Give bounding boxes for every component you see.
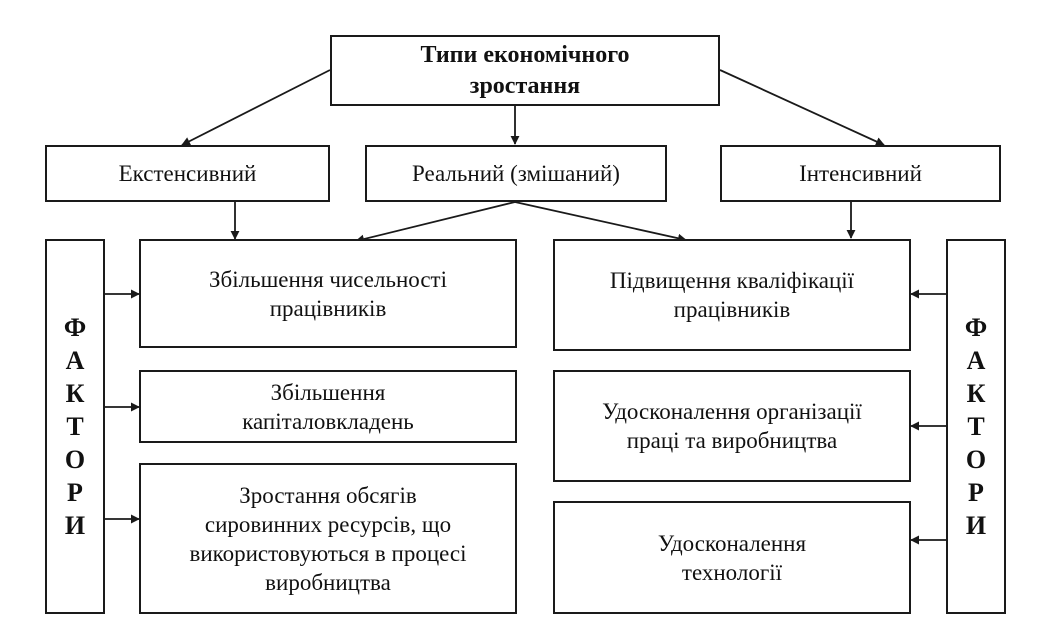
type-extensive-label: Екстенсивний	[118, 161, 257, 186]
factors-letter: О	[64, 445, 86, 474]
factors-letter: К	[966, 379, 986, 408]
left-factor-label-2: Збільшення капіталовкладень	[242, 379, 414, 434]
right-factor-label-2: Удосконалення організації праці та вироб…	[602, 399, 862, 453]
arrow-mixed-to-left-factor	[355, 201, 516, 244]
factors-letter: А	[966, 346, 986, 375]
right-factor-box-1: Підвищення кваліфікації працівників	[553, 239, 911, 351]
diagram-title-box: Типи економічного зростання	[330, 35, 720, 106]
factors-letter: И	[64, 511, 86, 540]
right-factor-box-2: Удосконалення організації праці та вироб…	[553, 370, 911, 482]
factors-letter: Ф	[964, 313, 988, 342]
left-factor-box-2: Збільшення капіталовкладень	[139, 370, 517, 443]
type-extensive-box: Екстенсивний	[45, 145, 330, 202]
type-mixed-label: Реальний (змішаний)	[412, 161, 620, 186]
factors-letter: К	[65, 379, 85, 408]
type-mixed-box: Реальний (змішаний)	[365, 145, 667, 202]
type-intensive-box: Інтенсивний	[720, 145, 1001, 202]
factors-letter: И	[965, 511, 987, 540]
diagram-title: Типи економічного зростання	[420, 41, 630, 99]
factors-letter: Р	[67, 478, 83, 507]
factors-letter: О	[965, 445, 987, 474]
factors-letter: А	[65, 346, 85, 375]
arrow-title-to-intensive	[719, 69, 885, 146]
left-factor-label-3: Зростання обсягів сировинних ресурсів, щ…	[189, 482, 467, 595]
arrow-mixed-to-right-factor	[514, 201, 687, 243]
right-factor-label-1: Підвищення кваліфікації працівників	[609, 268, 855, 322]
left-factor-box-1: Збільшення чисельності працівників	[139, 239, 517, 348]
right-factor-label-3: Удосконалення технології	[657, 530, 807, 585]
factors-letter: Т	[66, 412, 84, 441]
factors-letter: Т	[967, 412, 985, 441]
type-intensive-label: Інтенсивний	[799, 161, 922, 186]
factors-letter: Ф	[63, 313, 87, 342]
arrow-title-to-extensive	[181, 69, 331, 146]
right-factor-box-3: Удосконалення технології	[553, 501, 911, 614]
factors-letter: Р	[968, 478, 984, 507]
left-factor-label-1: Збільшення чисельності працівників	[208, 266, 448, 321]
left-factor-box-3: Зростання обсягів сировинних ресурсів, щ…	[139, 463, 517, 614]
